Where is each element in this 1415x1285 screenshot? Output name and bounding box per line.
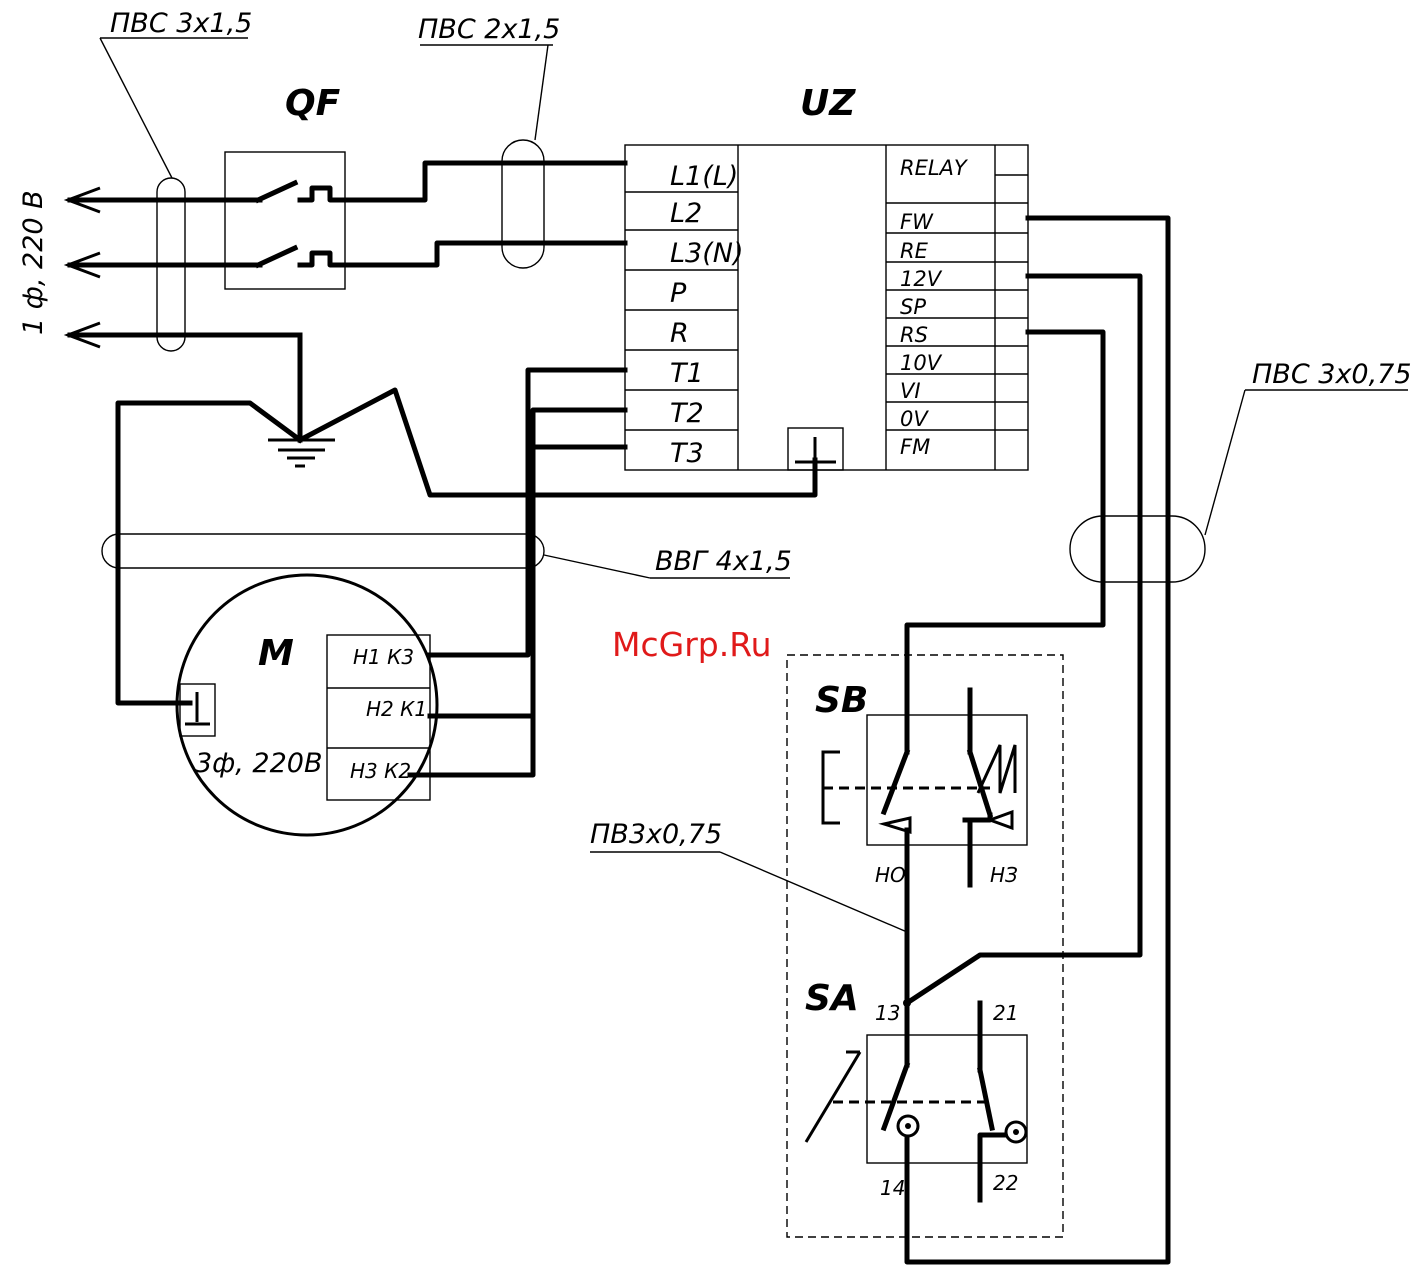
- switch-terminal-13: 13: [875, 1001, 900, 1025]
- local-cable-label: ПВ3х0,75: [590, 819, 722, 850]
- button-nc-label: НЗ: [990, 863, 1018, 887]
- motor-terminal-1: Н1 К3: [353, 645, 414, 669]
- vfd-terminal-re: RE: [900, 239, 929, 263]
- breaker-contacts: [258, 163, 625, 265]
- motor-terminal-3: Н3 К2: [350, 759, 411, 783]
- vfd-terminal-t1: T1: [670, 358, 704, 389]
- vfd-terminal-t3: T3: [670, 438, 704, 469]
- vfd-terminal-fw: FW: [900, 210, 934, 234]
- supply-lines: [68, 188, 300, 347]
- motor-wires: [410, 370, 625, 775]
- vfd-feed-cable-label: ПВС 2х1,5: [418, 14, 560, 45]
- vfd-terminal-t2: T2: [670, 398, 704, 429]
- motor-cable-sleeve: [102, 534, 544, 568]
- breaker-label: QF: [285, 83, 341, 124]
- input-cable-label: ПВС 3х1,5: [110, 8, 252, 39]
- watermark: McGrp.Ru: [612, 625, 772, 664]
- motor-ground-terminal: [180, 684, 215, 736]
- vfd-terminal-0v: 0V: [900, 407, 929, 431]
- switch-terminal-21: 21: [993, 1001, 1018, 1025]
- vfd-feed-sleeve: [502, 140, 544, 268]
- vfd-terminal-10v: 10V: [900, 351, 943, 375]
- motor-terminal-2: Н2 К1: [366, 697, 427, 721]
- vfd-terminal-r: R: [670, 318, 689, 349]
- button-no-label: НО: [875, 863, 906, 887]
- vfd-terminal-l1: L1(L): [670, 161, 738, 192]
- vfd-terminal-vi: VI: [900, 379, 921, 403]
- switch-body: [867, 1035, 1027, 1163]
- motor-label: M: [258, 633, 294, 674]
- vfd-terminal-sp: SP: [900, 295, 926, 319]
- switch-terminal-14: 14: [880, 1176, 905, 1200]
- vfd-terminal-p: P: [670, 278, 687, 309]
- supply-label: 1 ф, 220 В: [18, 190, 49, 335]
- vfd-terminal-l2: L2: [670, 198, 702, 229]
- control-cable-label: ПВС 3х0,75: [1252, 359, 1412, 390]
- switch-terminal-22: 22: [993, 1171, 1018, 1195]
- motor-rating: 3ф, 220В: [195, 748, 323, 779]
- vfd-terminal-12v: 12V: [900, 267, 943, 291]
- breaker-box: [225, 152, 345, 289]
- switch-label: SA: [805, 978, 859, 1019]
- vfd-terminal-fm: FM: [900, 435, 930, 459]
- vfd-terminal-relay: RELAY: [900, 156, 969, 180]
- motor-cable-label: ВВГ 4х1,5: [655, 546, 792, 577]
- control-post-enclosure: [787, 655, 1063, 1237]
- button-label: SB: [815, 680, 868, 721]
- vfd-terminal-rs: RS: [900, 323, 928, 347]
- vfd-label: UZ: [800, 83, 856, 124]
- button-contacts: [823, 690, 1015, 932]
- switch-contacts: [806, 932, 1026, 1200]
- vfd-terminal-l3: L3(N): [670, 238, 744, 269]
